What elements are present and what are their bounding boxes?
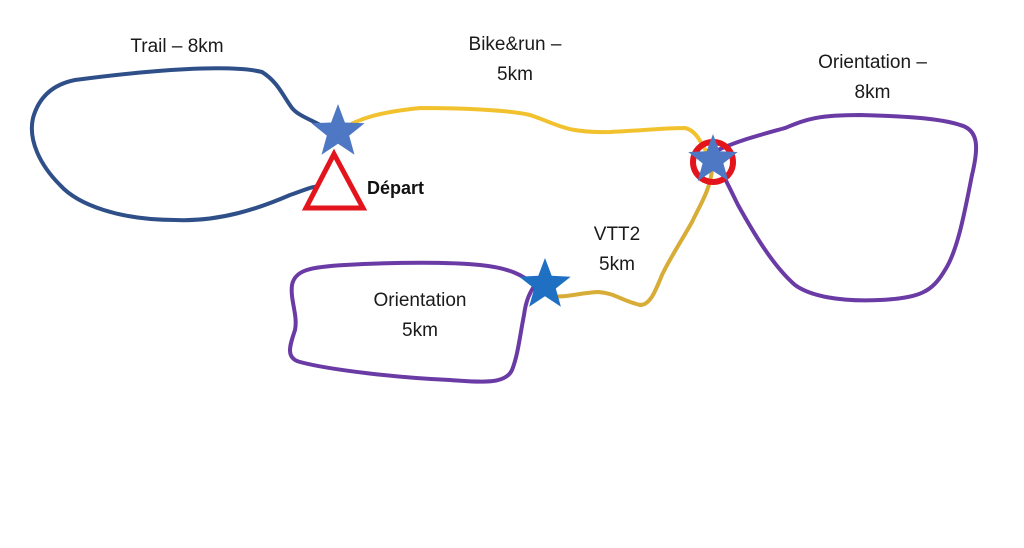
- bike-run-label-line2: 5km: [497, 64, 533, 85]
- bike-run-route: [338, 106, 710, 157]
- orientation-south-route: [288, 260, 537, 384]
- start-triangle-icon: [301, 148, 368, 211]
- bike-run-label: Bike&run – 5km: [420, 30, 610, 90]
- transition-star-icon: [311, 104, 365, 155]
- orientation-east-label: Orientation – 8km: [780, 48, 965, 108]
- vtt2-label-line1: VTT2: [593, 224, 641, 245]
- vtt2-label: VTT2 5km: [572, 220, 662, 280]
- trail-label: Trail – 8km: [92, 32, 262, 62]
- bike-run-label-line1: Bike&run –: [468, 34, 562, 55]
- vtt2-label-line2: 5km: [599, 254, 635, 275]
- vtt2-route: [548, 168, 714, 307]
- target-star-icon: [688, 134, 738, 181]
- start-label: Départ: [367, 178, 425, 198]
- orientation-south-label-line1: Orientation: [373, 290, 467, 311]
- trail-label-line1: Trail – 8km: [130, 36, 224, 57]
- trail-route: [29, 66, 338, 223]
- orientation-east-label-line1: Orientation –: [818, 52, 927, 73]
- orientation-east-route: [710, 113, 979, 303]
- orientation-south-label-line2: 5km: [402, 320, 438, 341]
- finish-star-icon: [519, 258, 571, 307]
- orientation-east-label-line2: 8km: [854, 82, 891, 103]
- orientation-south-label: Orientation 5km: [335, 286, 505, 346]
